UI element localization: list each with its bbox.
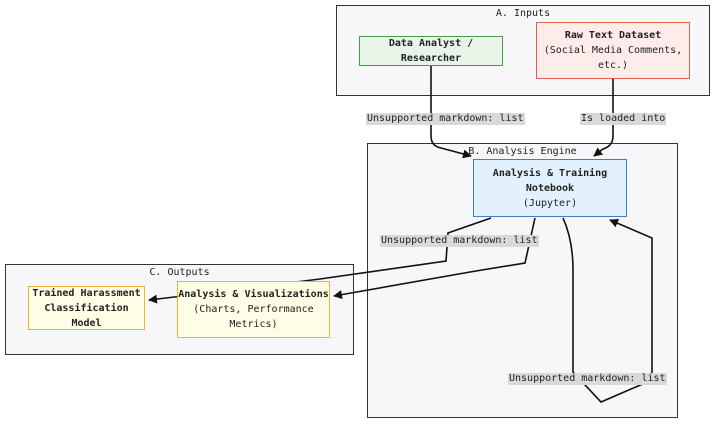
node-dataset-line-1: (Social Media Comments, <box>543 45 683 56</box>
edge-label-notebook-self: Unsupported markdown: list <box>508 373 667 385</box>
node-data-analyst-title: Data Analyst / Researcher <box>388 38 474 64</box>
node-analysis-notebook: Analysis & Training Notebook (Jupyter) <box>473 159 627 217</box>
node-notebook-sub: (Jupyter) <box>522 197 578 209</box>
edge-label-dataset-to-notebook: Is loaded into <box>580 113 667 125</box>
cluster-engine-title: B. Analysis Engine <box>468 146 577 157</box>
cluster-outputs-title: C. Outputs <box>149 267 210 278</box>
node-dataset-line-2: etc.) <box>597 60 629 71</box>
edge-notebook-to-visualizations <box>333 217 536 300</box>
node-trained-model: Trained Harassment Classification Model <box>28 286 145 330</box>
node-viz-line-1: (Charts, Performance <box>193 304 314 315</box>
node-analysis-visualizations: Analysis & Visualizations (Charts, Perfo… <box>177 281 330 338</box>
node-viz-title: Analysis & Visualizations <box>178 289 329 300</box>
edge-dataset-to-notebook <box>593 79 614 157</box>
edge-analyst-to-notebook <box>430 66 472 159</box>
edge-label-analyst-to-notebook: Unsupported markdown: list <box>366 113 525 125</box>
node-model-title-1: Trained Harassment <box>32 287 141 299</box>
edge-notebook-self-loop <box>562 217 653 403</box>
edge-label-notebook-to-viz: Unsupported markdown: list <box>380 235 539 247</box>
node-notebook-title-1: Analysis & Training <box>492 167 608 179</box>
node-viz-line-2: Metrics) <box>229 319 278 330</box>
node-model-title-2: Classification Model <box>44 302 129 329</box>
cluster-inputs-title: A. Inputs <box>495 8 551 19</box>
node-data-analyst: Data Analyst / Researcher <box>359 36 503 66</box>
node-raw-text-dataset: Raw Text Dataset (Social Media Comments,… <box>536 22 690 79</box>
node-dataset-title: Raw Text Dataset <box>564 30 662 41</box>
node-notebook-title-2: Notebook <box>525 182 575 194</box>
